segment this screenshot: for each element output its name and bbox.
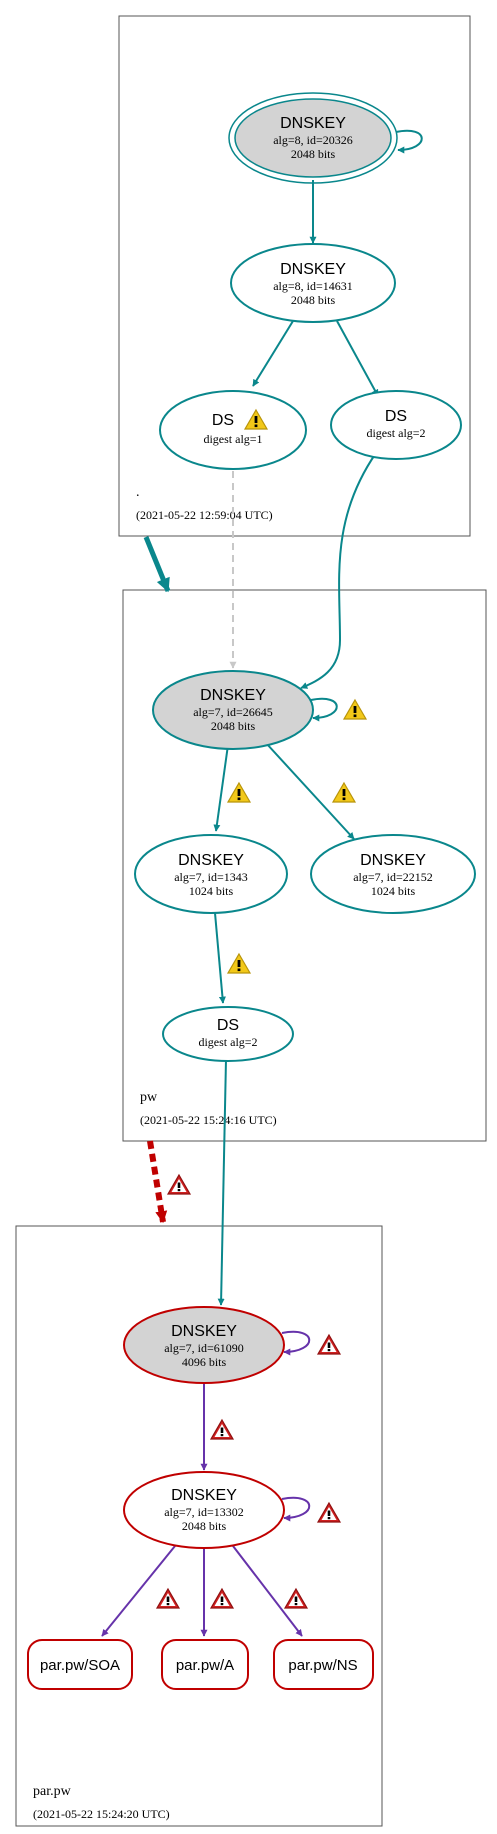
rrset-soa-label: par.pw/SOA bbox=[40, 1657, 120, 1674]
node-root-ksk-title: DNSKEY bbox=[280, 115, 346, 132]
node-par-zsk[interactable]: DNSKEY alg=7, id=13302 2048 bits bbox=[123, 1471, 285, 1549]
node-root-ksk-line1: alg=8, id=20326 bbox=[273, 133, 353, 147]
error-triangle-icon[interactable] bbox=[156, 1588, 180, 1609]
edge-par-zsk-soa bbox=[101, 1545, 176, 1637]
node-root-ds1-title: DS bbox=[212, 412, 234, 429]
edge-pw-ksk-self bbox=[310, 697, 338, 722]
error-triangle-icon[interactable] bbox=[284, 1588, 308, 1609]
node-pw-ksk-line2: 2048 bits bbox=[211, 719, 256, 733]
zone-root: . (2021-05-22 12:59:04 UTC) bbox=[118, 15, 471, 537]
warning-triangle-icon[interactable] bbox=[227, 953, 251, 974]
node-pw-ds[interactable]: DS digest alg=2 bbox=[162, 1006, 294, 1062]
node-par-ksk-line1: alg=7, id=61090 bbox=[164, 1341, 244, 1355]
rrset-soa[interactable]: par.pw/SOA bbox=[27, 1639, 133, 1690]
zone-parpw: par.pw (2021-05-22 15:24:20 UTC) bbox=[15, 1225, 383, 1827]
node-root-zsk[interactable]: DNSKEY alg=8, id=14631 2048 bits bbox=[230, 243, 396, 323]
edge-pw-ds-par-ksk bbox=[217, 1058, 227, 1306]
node-pw-ds-title: DS bbox=[217, 1017, 239, 1034]
rrset-a[interactable]: par.pw/A bbox=[161, 1639, 249, 1690]
node-root-zsk-line2: 2048 bits bbox=[291, 293, 336, 307]
edge-par-ksk-self bbox=[281, 1330, 311, 1356]
zone-pw-name: pw bbox=[140, 1090, 158, 1105]
warning-triangle-icon[interactable] bbox=[343, 699, 367, 720]
edge-pw-ksk-zsk1 bbox=[213, 744, 229, 832]
edge-delegation-root-pw bbox=[143, 536, 171, 593]
zone-pw: pw (2021-05-22 15:24:16 UTC) bbox=[122, 589, 487, 1142]
edge-root-zsk-ds2 bbox=[336, 320, 379, 397]
node-pw-zsk1-line1: alg=7, id=1343 bbox=[174, 870, 248, 884]
zone-root-timestamp: (2021-05-22 12:59:04 UTC) bbox=[136, 508, 273, 522]
error-triangle-icon[interactable] bbox=[210, 1588, 234, 1609]
edge-par-zsk-ns bbox=[232, 1545, 303, 1637]
node-pw-zsk1-title: DNSKEY bbox=[178, 852, 244, 869]
node-root-ksk-line2: 2048 bits bbox=[291, 147, 336, 161]
error-triangle-icon[interactable] bbox=[210, 1419, 234, 1440]
zone-parpw-name: par.pw bbox=[33, 1784, 72, 1799]
zone-parpw-timestamp: (2021-05-22 15:24:20 UTC) bbox=[33, 1807, 170, 1821]
node-root-ksk[interactable]: DNSKEY alg=8, id=20326 2048 bits bbox=[228, 92, 398, 184]
edge-delegation-pw-parpw bbox=[147, 1140, 168, 1224]
error-triangle-icon[interactable] bbox=[317, 1334, 341, 1355]
edge-pw-zsk1-ds bbox=[214, 912, 226, 1004]
node-pw-zsk1-line2: 1024 bits bbox=[189, 884, 234, 898]
node-pw-zsk1[interactable]: DNSKEY alg=7, id=1343 1024 bits bbox=[134, 834, 288, 914]
node-par-ksk-title: DNSKEY bbox=[171, 1323, 237, 1340]
node-par-zsk-line2: 2048 bits bbox=[182, 1519, 227, 1533]
error-triangle-icon[interactable] bbox=[317, 1502, 341, 1523]
rrset-ns-label: par.pw/NS bbox=[288, 1657, 357, 1674]
warning-triangle-icon[interactable] bbox=[332, 782, 356, 803]
rrset-a-label: par.pw/A bbox=[176, 1657, 234, 1674]
node-par-ksk-line2: 4096 bits bbox=[182, 1355, 227, 1369]
edge-root-zsk-ds1 bbox=[252, 320, 294, 387]
edge-root-ksk-self bbox=[395, 129, 423, 154]
node-root-ds2-title: DS bbox=[385, 408, 407, 425]
node-pw-ds-line1: digest alg=2 bbox=[198, 1035, 257, 1049]
node-pw-zsk2[interactable]: DNSKEY alg=7, id=22152 1024 bits bbox=[310, 834, 476, 914]
error-triangle-icon[interactable] bbox=[167, 1174, 191, 1195]
edge-root-ds2-pw-ksk bbox=[300, 452, 377, 689]
rrset-ns[interactable]: par.pw/NS bbox=[273, 1639, 374, 1690]
node-par-zsk-line1: alg=7, id=13302 bbox=[164, 1505, 244, 1519]
warning-triangle-icon[interactable] bbox=[227, 782, 251, 803]
node-pw-zsk2-title: DNSKEY bbox=[360, 852, 426, 869]
node-root-ds1-line1: digest alg=1 bbox=[203, 432, 262, 446]
edge-par-zsk-self bbox=[281, 1496, 311, 1522]
node-root-zsk-title: DNSKEY bbox=[280, 261, 346, 278]
node-pw-ksk-title: DNSKEY bbox=[200, 687, 266, 704]
node-par-zsk-title: DNSKEY bbox=[171, 1487, 237, 1504]
node-root-ds2[interactable]: DS digest alg=2 bbox=[330, 390, 462, 460]
zone-pw-timestamp: (2021-05-22 15:24:16 UTC) bbox=[140, 1113, 277, 1127]
node-pw-ksk[interactable]: DNSKEY alg=7, id=26645 2048 bits bbox=[152, 670, 314, 750]
node-root-ds1[interactable]: DS digest alg=1 bbox=[159, 390, 307, 470]
node-par-ksk[interactable]: DNSKEY alg=7, id=61090 4096 bits bbox=[123, 1306, 285, 1384]
node-pw-zsk2-line1: alg=7, id=22152 bbox=[353, 870, 433, 884]
edge-pw-ksk-zsk2 bbox=[265, 742, 355, 840]
node-root-zsk-line1: alg=8, id=14631 bbox=[273, 279, 353, 293]
node-root-ds2-line1: digest alg=2 bbox=[366, 426, 425, 440]
zone-root-name: . bbox=[136, 485, 140, 500]
node-pw-ksk-line1: alg=7, id=26645 bbox=[193, 705, 273, 719]
node-pw-zsk2-line2: 1024 bits bbox=[371, 884, 416, 898]
